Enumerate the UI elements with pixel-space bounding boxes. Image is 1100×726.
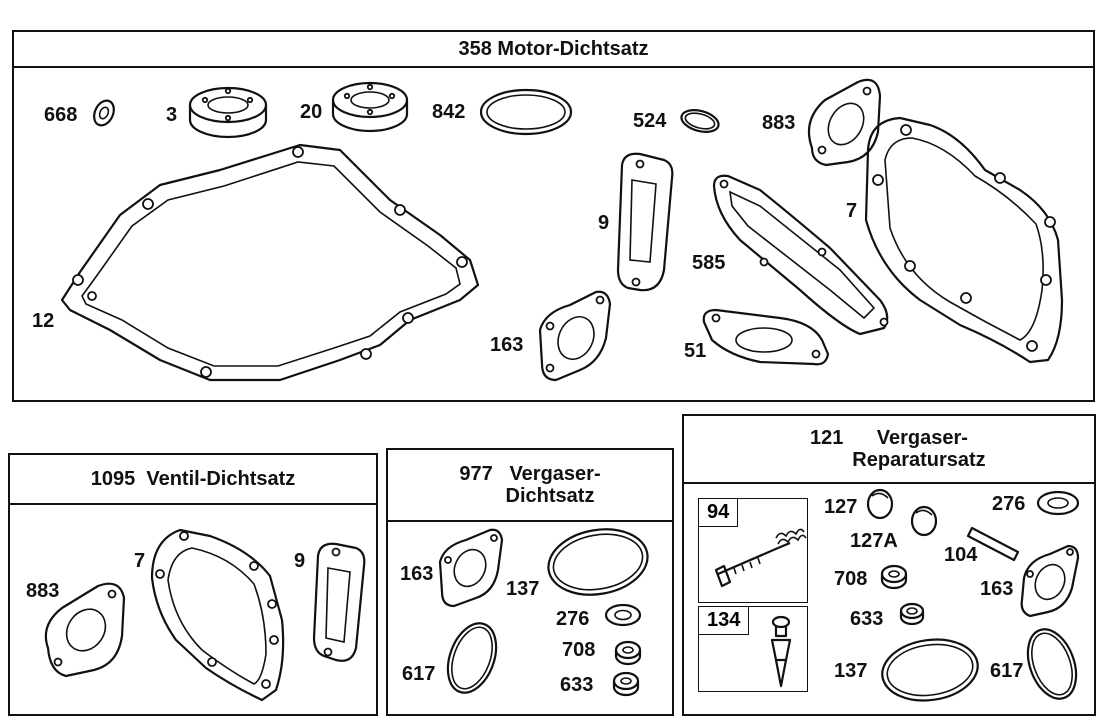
kit-number: 1095: [90, 468, 136, 490]
part-label: 585: [692, 252, 726, 274]
part-label: 883: [762, 112, 796, 134]
part-label: 137: [834, 660, 868, 682]
part-883-flange-gasket: [807, 78, 882, 167]
part-585-pushrod-gasket: [712, 174, 889, 336]
part-9-rocker-gasket: [312, 542, 366, 662]
part-633-washer: [899, 602, 925, 626]
part-7-head-gasket: [150, 528, 285, 702]
part-label: 633: [560, 674, 594, 696]
part-label: 127: [824, 496, 858, 518]
kit-title-line2: Reparatursatz: [852, 449, 986, 471]
part-label: 9: [294, 550, 306, 572]
part-94-spring: [775, 528, 807, 545]
part-label: 668: [44, 104, 78, 126]
part-label: 9: [598, 212, 610, 234]
part-12-crankcase-gasket: [60, 143, 480, 382]
part-163-carb-gasket: [538, 290, 612, 382]
part-label: 127A: [850, 530, 898, 552]
part-127a-welch-plug: [910, 505, 938, 537]
part-label: 617: [402, 663, 436, 685]
kit-number: 358: [458, 38, 492, 60]
part-163-carb-gasket: [1020, 544, 1080, 618]
part-label: 20: [300, 101, 323, 123]
part-label: 708: [562, 639, 596, 661]
kit-number: 977: [459, 463, 493, 485]
part-20-oil-seal: [331, 81, 409, 133]
kit-title-line1: Vergaser-: [876, 427, 968, 449]
part-3-oil-seal: [188, 86, 268, 139]
part-label: 137: [506, 578, 540, 600]
kit-header-ventil: 1095 Ventil-Dichtsatz: [10, 455, 376, 505]
part-842-o-ring: [479, 88, 573, 136]
part-label: 104: [944, 544, 978, 566]
subkit-number: 94: [699, 499, 739, 527]
part-51-intake-gasket: [702, 308, 830, 366]
part-label: 51: [684, 340, 707, 362]
part-276-washer: [1036, 490, 1080, 516]
kit-panel-motor: 358 Motor-Dichtsatz: [12, 30, 1095, 402]
part-163-carb-gasket: [438, 528, 504, 608]
subkit-box-134: 134: [698, 606, 808, 692]
part-134-needle-valve: [770, 615, 792, 688]
part-668-washer: [93, 99, 115, 127]
part-524-o-ring: [680, 109, 720, 133]
part-127-welch-plug: [866, 488, 894, 520]
kit-title: Motor-Dichtsatz: [497, 38, 649, 60]
part-label: 12: [32, 310, 55, 332]
part-label: 163: [980, 578, 1014, 600]
part-label: 163: [400, 563, 434, 585]
part-104-pin: [966, 526, 1020, 562]
part-label: 524: [633, 110, 667, 132]
part-label: 7: [134, 550, 146, 572]
part-label: 883: [26, 580, 60, 602]
part-883-flange-gasket: [44, 582, 126, 678]
part-708-washer: [614, 640, 642, 666]
part-label: 3: [166, 104, 178, 126]
part-label: 276: [992, 493, 1026, 515]
part-137-bowl-gasket: [547, 528, 649, 596]
part-label: 842: [432, 101, 466, 123]
kit-title: Ventil-Dichtsatz: [146, 468, 296, 490]
subkit-number: 134: [699, 607, 750, 635]
part-9-rocker-gasket: [616, 152, 674, 292]
part-7-head-gasket: [864, 116, 1064, 364]
part-label: 708: [834, 568, 868, 590]
part-label: 633: [850, 608, 884, 630]
kit-title-line2: Dichtsatz: [505, 485, 595, 507]
kit-header-vergaser-dicht: 977 Vergaser- Dichtsatz: [388, 450, 672, 522]
kit-header-motor: 358 Motor-Dichtsatz: [14, 32, 1093, 68]
part-94-mixture-screw: [714, 541, 791, 588]
part-633-washer: [612, 671, 640, 697]
part-708-washer: [880, 564, 908, 590]
part-label: 276: [556, 608, 590, 630]
kit-title-line1: Vergaser-: [509, 463, 601, 485]
kit-number: 121: [810, 427, 844, 449]
part-617-o-ring: [446, 622, 498, 694]
part-617-o-ring: [1026, 628, 1078, 700]
subkit-box-94: 94: [698, 498, 808, 603]
part-276-washer: [604, 603, 642, 627]
part-label: 617: [990, 660, 1024, 682]
part-label: 163: [490, 334, 524, 356]
part-137-bowl-gasket: [881, 638, 979, 702]
kit-panel-vergaser-dicht: 977 Vergaser- Dichtsatz: [386, 448, 674, 716]
part-label: 7: [846, 200, 858, 222]
kit-header-vergaser-rep: 121 Vergaser- Reparatursatz: [684, 416, 1094, 484]
